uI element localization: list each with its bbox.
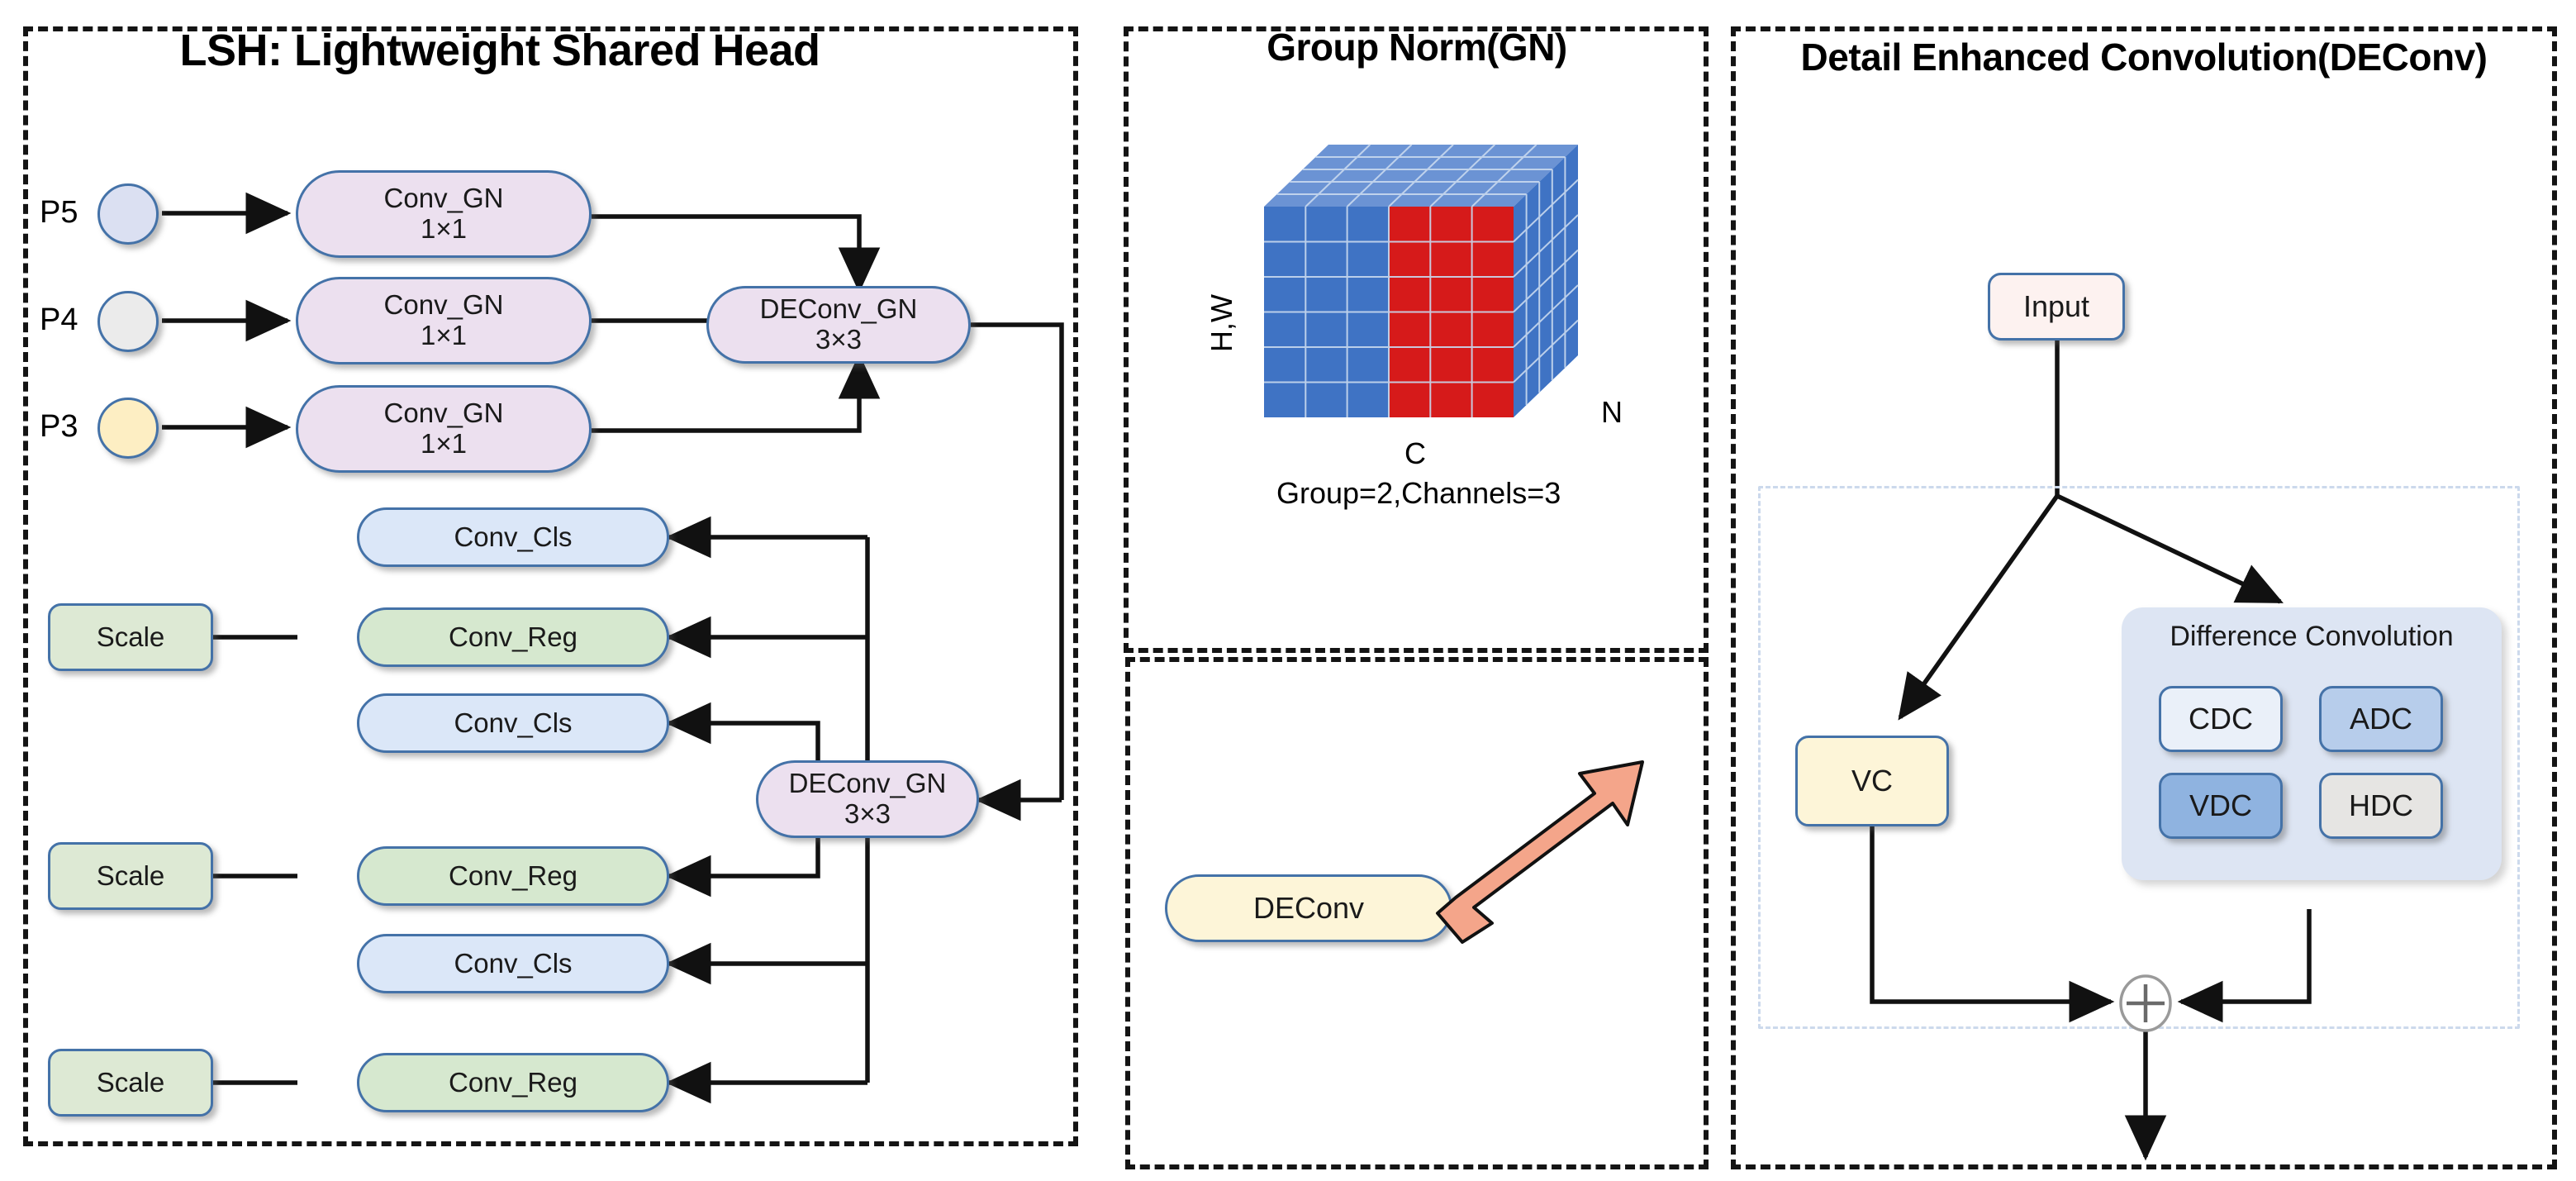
lsh-panel bbox=[23, 26, 1078, 1146]
gn-caption: Group=2,Channels=3 bbox=[1276, 476, 1561, 510]
scale-box-2[interactable]: Scale bbox=[48, 842, 213, 910]
vc-box[interactable]: VC bbox=[1795, 736, 1949, 826]
conv-cls-box-1[interactable]: Conv_Cls bbox=[357, 507, 669, 567]
vdc-box[interactable]: VDC bbox=[2159, 773, 2283, 839]
gn-axis-label-c: C bbox=[1404, 436, 1426, 470]
equivalence-double-arrow bbox=[1436, 760, 1644, 944]
conv-gn-box-p4[interactable]: Conv_GN 1×1 bbox=[296, 277, 592, 364]
deconv-panel-title: Detail Enhanced Convolution(DEConv) bbox=[1800, 36, 2488, 79]
input-box[interactable]: Input bbox=[1988, 273, 2125, 340]
input-node-p5[interactable] bbox=[97, 183, 159, 245]
conv-gn-box-p5-line2: 1×1 bbox=[421, 213, 467, 244]
deconv-gn-top-line1: DEConv_GN bbox=[759, 293, 918, 325]
input-label-p5: P5 bbox=[40, 195, 78, 230]
hdc-box[interactable]: HDC bbox=[2319, 773, 2443, 839]
conv-gn-box-p3-line1: Conv_GN bbox=[383, 398, 504, 429]
conv-reg-box-2[interactable]: Conv_Reg bbox=[357, 846, 669, 906]
conv-reg-box-3[interactable]: Conv_Reg bbox=[357, 1053, 669, 1112]
scale-box-3[interactable]: Scale bbox=[48, 1049, 213, 1117]
scale-box-1[interactable]: Scale bbox=[48, 603, 213, 671]
deconv-gn-bottom-line2: 3×3 bbox=[844, 798, 891, 829]
conv-gn-box-p4-line1: Conv_GN bbox=[383, 289, 504, 321]
group-norm-cube bbox=[1264, 144, 1579, 417]
deconv-gn-bottom-box[interactable]: DEConv_GN 3×3 bbox=[756, 760, 979, 838]
input-node-p3[interactable] bbox=[97, 398, 159, 459]
deconv-gn-top-line2: 3×3 bbox=[815, 324, 862, 355]
conv-gn-box-p4-line2: 1×1 bbox=[421, 320, 467, 350]
deconv-panel bbox=[1731, 26, 2557, 1169]
input-label-p4: P4 bbox=[40, 302, 78, 337]
sum-node bbox=[2119, 974, 2172, 1032]
deconv-equivalence-box[interactable]: DEConv bbox=[1165, 874, 1452, 942]
conv-cls-box-3[interactable]: Conv_Cls bbox=[357, 934, 669, 993]
gn-axis-label-hw: H,W bbox=[1204, 294, 1238, 352]
adc-box[interactable]: ADC bbox=[2319, 686, 2443, 752]
difference-convolution-title: Difference Convolution bbox=[2170, 621, 2454, 652]
conv-cls-box-2[interactable]: Conv_Cls bbox=[357, 693, 669, 753]
gn-axis-label-n: N bbox=[1601, 395, 1623, 429]
conv-reg-box-1[interactable]: Conv_Reg bbox=[357, 607, 669, 667]
conv-gn-box-p3-line2: 1×1 bbox=[421, 428, 467, 459]
group-norm-panel bbox=[1124, 26, 1709, 653]
conv-gn-box-p5-line1: Conv_GN bbox=[383, 183, 504, 214]
deconv-gn-top-box[interactable]: DEConv_GN 3×3 bbox=[706, 286, 971, 364]
conv-gn-box-p3[interactable]: Conv_GN 1×1 bbox=[296, 385, 592, 473]
deconv-gn-bottom-line1: DEConv_GN bbox=[788, 768, 947, 799]
input-node-p4[interactable] bbox=[97, 291, 159, 352]
input-label-p3: P3 bbox=[40, 409, 78, 444]
cdc-box[interactable]: CDC bbox=[2159, 686, 2283, 752]
conv-gn-box-p5[interactable]: Conv_GN 1×1 bbox=[296, 170, 592, 258]
lsh-panel-title: LSH: Lightweight Shared Head bbox=[179, 26, 820, 75]
deconv-equivalence-panel bbox=[1125, 657, 1709, 1169]
group-norm-panel-title: Group Norm(GN) bbox=[1267, 26, 1567, 69]
